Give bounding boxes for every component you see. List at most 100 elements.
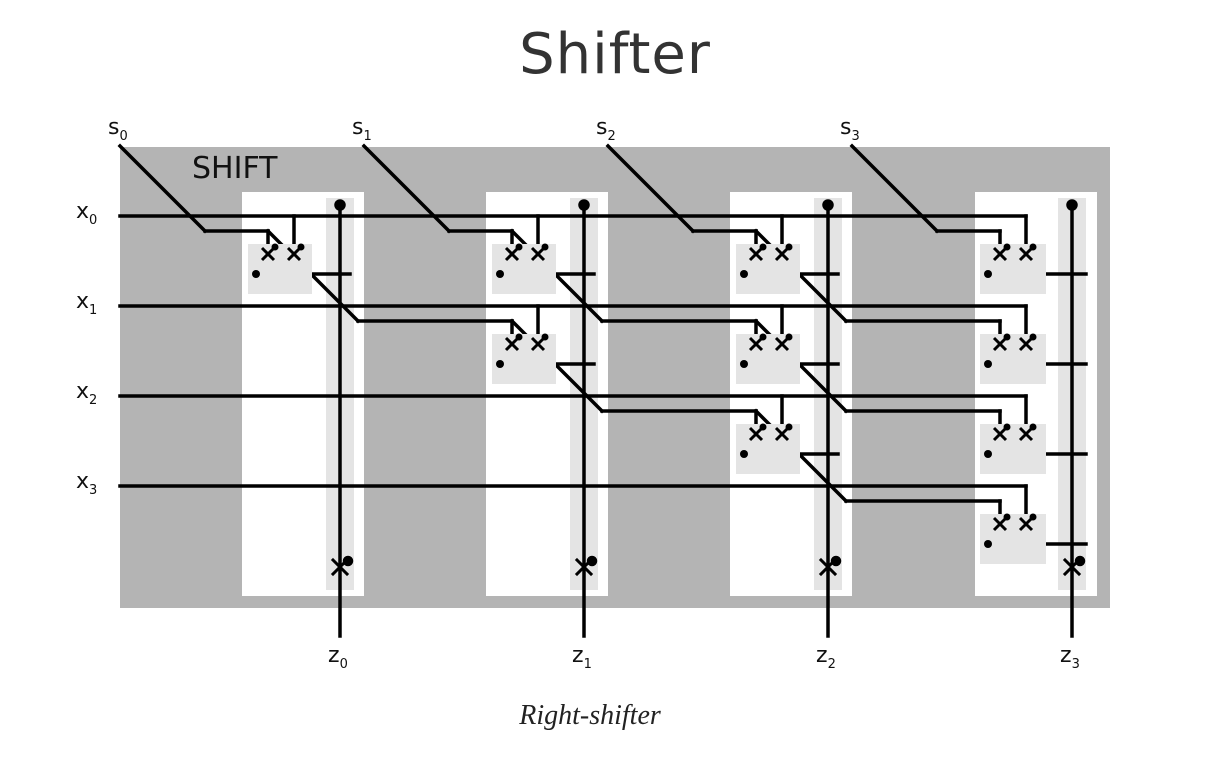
switch-cell [980, 514, 1046, 564]
select-label-s0: s0 [108, 115, 128, 144]
switch-cell [980, 424, 1046, 474]
switch-cell [980, 334, 1046, 384]
switch-cell [736, 244, 800, 294]
junction-dot [984, 360, 992, 368]
input-label-x0-subscript: 0 [89, 213, 97, 228]
crossing-mark [774, 336, 790, 352]
select-label-s3: s3 [840, 115, 860, 144]
crossing-dot [515, 243, 523, 251]
junction-dot [496, 270, 504, 278]
crossing-mark [992, 516, 1008, 532]
input-label-x3-subscript: 3 [89, 483, 97, 498]
switch-cell [492, 334, 556, 384]
crossing-mark [1018, 246, 1034, 262]
crossing-dot [1003, 333, 1011, 341]
junction-dot [740, 270, 748, 278]
junction-dot [984, 270, 992, 278]
crossing-dot [1029, 423, 1037, 431]
crossing-mark [774, 246, 790, 262]
input-label-x1-subscript: 1 [89, 303, 97, 318]
crossing-dot [1029, 243, 1037, 251]
junction-dot [740, 360, 748, 368]
crossing-dot [1029, 513, 1037, 521]
junction-dot [252, 270, 260, 278]
switch-cell [736, 424, 800, 474]
crossing-mark [1018, 336, 1034, 352]
crossing-dot [1003, 513, 1011, 521]
select-label-s0-subscript: 0 [119, 129, 127, 144]
select-label-s2: s2 [596, 115, 616, 144]
switch-cell [248, 244, 312, 294]
trunk-top-dot [1066, 199, 1078, 211]
output-label-z0: z0 [328, 643, 348, 672]
select-line-diagonal [849, 143, 940, 234]
output-crossing-dot [586, 555, 598, 567]
crossing-mark [992, 246, 1008, 262]
output-label-z2-subscript: 2 [828, 657, 836, 672]
input-label-x2: x2 [76, 379, 97, 408]
output-crossing-dot [830, 555, 842, 567]
crossing-dot [759, 333, 767, 341]
crossing-dot [297, 243, 305, 251]
crossing-mark [748, 246, 764, 262]
crossing-dot [541, 243, 549, 251]
junction-dot [984, 450, 992, 458]
output-label-z1-subscript: 1 [584, 657, 592, 672]
output-label-z2: z2 [816, 643, 836, 672]
switch-cell [492, 244, 556, 294]
crossing-mark [748, 426, 764, 442]
output-label-z1: z1 [572, 643, 592, 672]
crossing-dot [1029, 333, 1037, 341]
crossing-mark [286, 246, 302, 262]
junction-dot [740, 450, 748, 458]
crossing-dot [515, 333, 523, 341]
crossing-mark [530, 246, 546, 262]
input-label-x3: x3 [76, 469, 97, 498]
crossing-dot [785, 243, 793, 251]
crossing-mark [260, 246, 276, 262]
switch-cells [248, 243, 1046, 564]
diagram-caption: Right-shifter [519, 700, 661, 731]
input-label-x0: x0 [76, 199, 97, 228]
crossing-dot [785, 333, 793, 341]
output-crossing-dot [342, 555, 354, 567]
crossing-dot [1003, 243, 1011, 251]
crossing-mark [992, 426, 1008, 442]
select-line-diagonal [361, 143, 452, 234]
crossing-dot [1003, 423, 1011, 431]
select-line-diagonal [117, 143, 208, 234]
trunk-top-dot [578, 199, 590, 211]
output-label-z3-subscript: 3 [1072, 657, 1080, 672]
select-label-s1-subscript: 1 [363, 129, 371, 144]
junction-dot [496, 360, 504, 368]
select-label-s2-subscript: 2 [607, 129, 615, 144]
crossing-dot [759, 243, 767, 251]
crossing-mark [1018, 516, 1034, 532]
trunk-top-dot [334, 199, 346, 211]
diagram-title: Shifter [519, 22, 711, 87]
output-label-z0-subscript: 0 [340, 657, 348, 672]
crossing-mark [1018, 426, 1034, 442]
crossing-dot [759, 423, 767, 431]
select-label-s1: s1 [352, 115, 372, 144]
select-label-s3-subscript: 3 [851, 129, 859, 144]
crossing-mark [748, 336, 764, 352]
switch-cell [980, 244, 1046, 294]
crossing-dot [785, 423, 793, 431]
crossing-mark [530, 336, 546, 352]
input-label-x2-subscript: 2 [89, 393, 97, 408]
crossing-mark [504, 336, 520, 352]
crossing-dot [541, 333, 549, 341]
output-crossing-dot [1074, 555, 1086, 567]
switch-cell [736, 334, 800, 384]
crossing-mark [504, 246, 520, 262]
output-label-z3: z3 [1060, 643, 1080, 672]
crossing-mark [992, 336, 1008, 352]
input-label-x1: x1 [76, 289, 97, 318]
crossing-dot [271, 243, 279, 251]
select-line-diagonal [605, 143, 696, 234]
shift-block-label: SHIFT [192, 151, 278, 186]
crossing-mark [774, 426, 790, 442]
trunk-top-dot [822, 199, 834, 211]
